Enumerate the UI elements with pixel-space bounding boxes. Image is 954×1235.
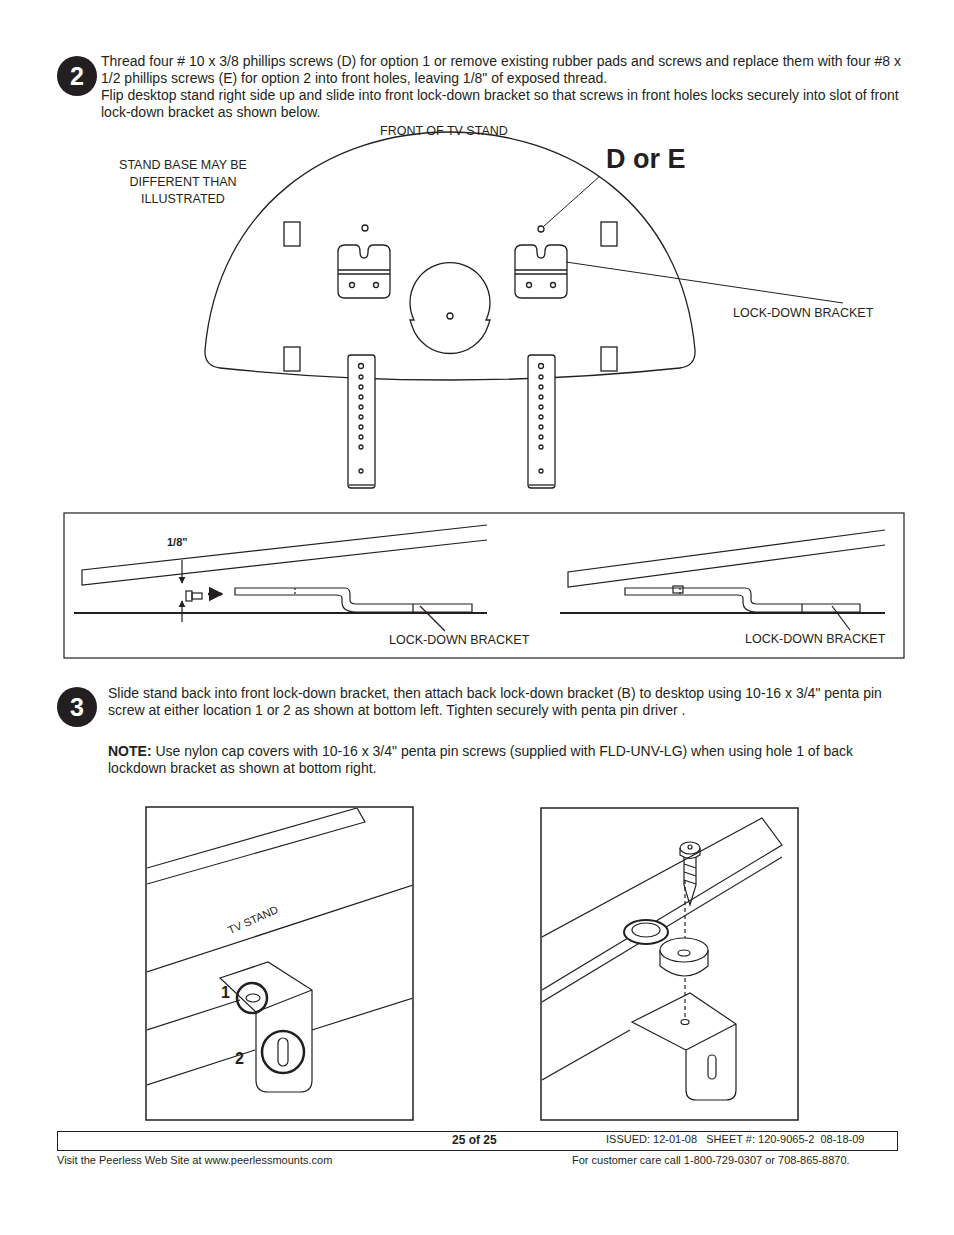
footer-text: Visit the Peerless Web Site at www.peerl… [57, 1154, 332, 1167]
part-label: LOCK-DOWN BRACKET [745, 632, 885, 647]
step-number: 3 [57, 687, 97, 727]
part-label: LOCK-DOWN BRACKET [389, 633, 529, 648]
section-view [64, 513, 904, 658]
instruction-text: Slide stand back into front lock-down br… [108, 685, 898, 719]
step-digit: 3 [70, 693, 84, 722]
note-text: Use nylon cap covers with 10-16 x 3/4" p… [108, 743, 853, 776]
leader-lines [544, 176, 843, 303]
detail-right [541, 808, 798, 1120]
part-callout: D or E [606, 143, 686, 175]
dimension: 1/8" [167, 536, 188, 549]
part-label: TV STAND [226, 903, 280, 937]
detail-left [146, 807, 413, 1120]
step-number: 2 [57, 56, 97, 96]
issue-info: ISSUED: 12-01-08 SHEET #: 120-9065-2 08-… [606, 1133, 864, 1145]
page-number: 25 of 25 [452, 1133, 497, 1147]
view-label: FRONT OF TV STAND [380, 124, 508, 139]
callout-number: 2 [235, 1049, 244, 1068]
instruction-text: Flip desktop stand right side up and sli… [101, 87, 901, 121]
note-label: STAND BASE MAY BE DIFFERENT THAN ILLUSTR… [100, 157, 266, 208]
note-lead: NOTE: [108, 743, 152, 759]
part-label: LOCK-DOWN BRACKET [733, 306, 873, 321]
stand-base [205, 132, 695, 488]
step-digit: 2 [70, 62, 84, 91]
footer-text: For customer care call 1-800-729-0307 or… [572, 1154, 850, 1167]
note-paragraph: NOTE: Use nylon cap covers with 10-16 x … [108, 743, 898, 777]
instruction-text: Thread four # 10 x 3/8 phillips screws (… [101, 53, 901, 87]
callout-number: 1 [221, 983, 230, 1002]
footer-box: 25 of 25 ISSUED: 12-01-08 SHEET #: 120-90… [57, 1131, 898, 1151]
